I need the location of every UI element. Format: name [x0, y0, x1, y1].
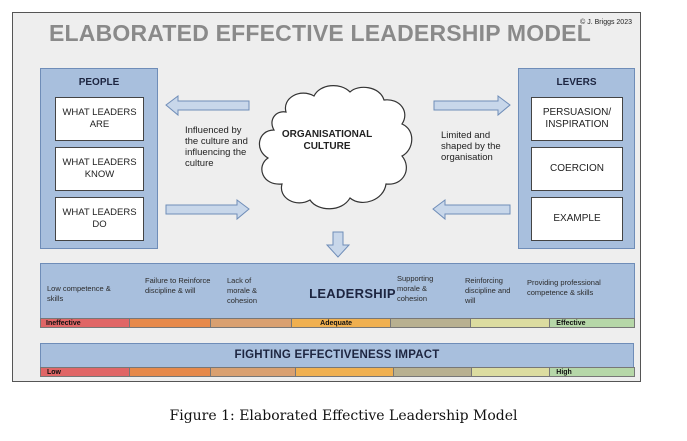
levers-box-example: EXAMPLE [531, 197, 623, 241]
leadership-scale-effective-label: Effective [556, 320, 586, 327]
impact-title: FIGHTING EFFECTIVENESS IMPACT [234, 349, 440, 361]
people-title: PEOPLE [78, 77, 120, 88]
levers-title: LEVERS [556, 77, 597, 88]
leadership-scale-ineffective: Ineffective [41, 319, 130, 327]
leadership-scale-adequate-label: Adequate [320, 320, 353, 327]
culture-left-text: Influenced by the culture and influencin… [185, 125, 248, 169]
levers-box-coercion: COERCION [531, 147, 623, 191]
people-panel: PEOPLE WHAT LEADERS ARE WHAT LEADERS KNO… [40, 68, 158, 249]
arrow-levers-to-culture [432, 199, 511, 221]
impact-scale-low: Low [41, 368, 130, 376]
leadership-item-professional-competence: Providing professional competence & skil… [527, 278, 601, 297]
leadership-scale-seg2 [129, 319, 212, 327]
impact-scale-seg2 [129, 368, 212, 376]
levers-box-persuasion: PERSUASION/ INSPIRATION [531, 97, 623, 141]
main-title: ELABORATED EFFECTIVE LEADERSHIP MODEL [49, 20, 591, 46]
leadership-item-reinforcing-discipline: Reinforcing discipline and will [465, 276, 511, 305]
leadership-scale-seg3 [211, 319, 293, 327]
leadership-scale: Ineffective Adequate Effective [40, 318, 635, 328]
arrow-culture-to-levers [433, 95, 511, 117]
leadership-item-lack-morale: Lack of morale & cohesion [227, 276, 258, 305]
people-box-are: WHAT LEADERS ARE [55, 97, 144, 141]
impact-scale-seg3 [211, 368, 297, 376]
leadership-scale-effective: Effective [550, 319, 635, 327]
people-box-do: WHAT LEADERS DO [55, 197, 144, 241]
leadership-item-low-competence: Low competence & skills [47, 284, 111, 303]
leadership-scale-adequate: Adequate [292, 319, 391, 327]
impact-scale-low-label: Low [47, 369, 61, 376]
copyright: © J. Briggs 2023 [580, 19, 632, 26]
culture-right-text: Limited and shaped by the organisation [441, 130, 501, 163]
people-box-know: WHAT LEADERS KNOW [55, 147, 144, 191]
arrow-culture-to-people [165, 95, 250, 117]
impact-scale-seg6 [471, 368, 551, 376]
figure-caption: Figure 1: Elaborated Effective Leadershi… [169, 408, 518, 424]
leadership-scale-seg6 [470, 319, 551, 327]
levers-panel: LEVERS PERSUASION/ INSPIRATION COERCION … [518, 68, 635, 249]
impact-scale-high: High [550, 368, 634, 376]
impact-band: FIGHTING EFFECTIVENESS IMPACT [40, 343, 634, 368]
leadership-scale-ineffective-label: Ineffective [46, 320, 81, 327]
culture-cloud [258, 85, 413, 210]
impact-scale: Low High [40, 367, 635, 377]
leadership-band: Low competence & skills Failure to Reinf… [40, 263, 635, 319]
arrow-down-to-leadership [325, 231, 351, 258]
impact-scale-seg4 [296, 368, 394, 376]
leadership-item-failure-discipline: Failure to Reinforce discipline & will [145, 276, 211, 295]
impact-scale-seg5 [393, 368, 472, 376]
leadership-title: LEADERSHIP [309, 286, 396, 301]
arrow-people-to-culture [165, 199, 250, 221]
culture-label: ORGANISATIONAL CULTURE [281, 129, 373, 152]
leadership-scale-seg5 [390, 319, 471, 327]
impact-scale-high-label: High [556, 369, 572, 376]
leadership-item-supporting-morale: Supporting morale & cohesion [397, 274, 434, 303]
